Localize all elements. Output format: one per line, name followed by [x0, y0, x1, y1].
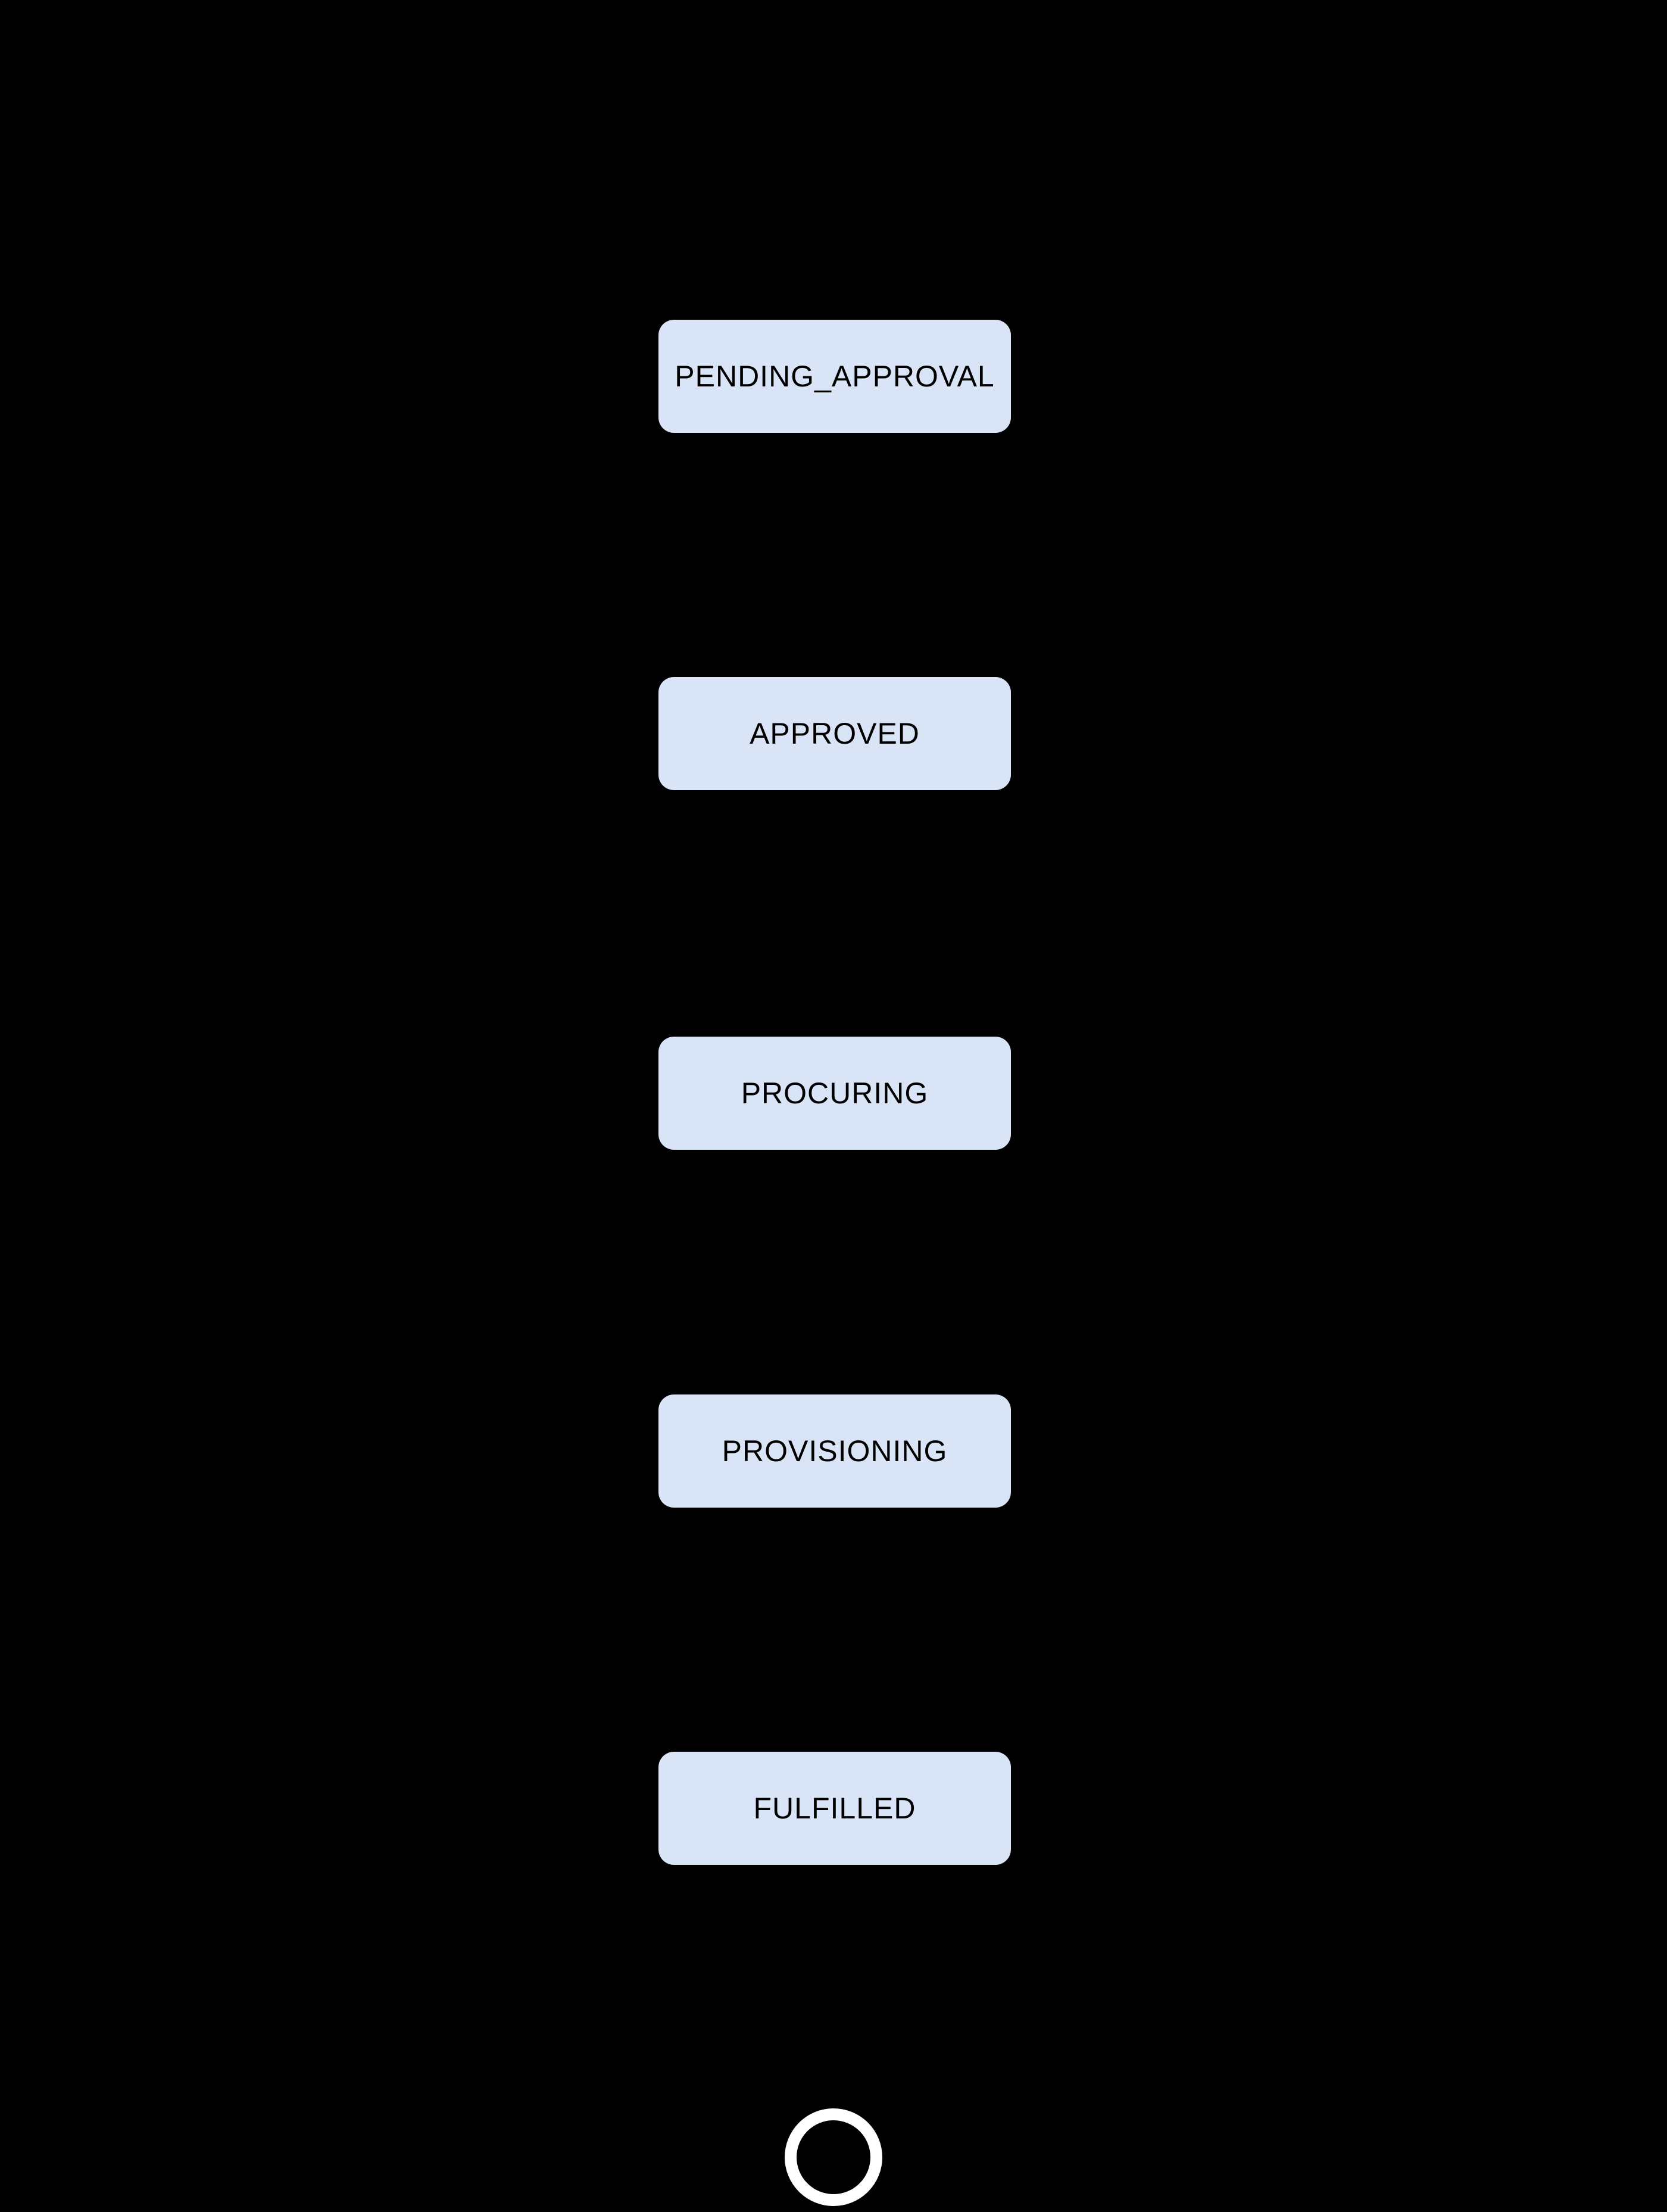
- final-state-icon: [785, 2108, 882, 2206]
- state-node-provisioning: PROVISIONING: [658, 1394, 1011, 1508]
- state-node-procuring: PROCURING: [658, 1037, 1011, 1150]
- state-label-provisioning: PROVISIONING: [722, 1434, 948, 1468]
- state-node-fulfilled: FULFILLED: [658, 1752, 1011, 1865]
- state-node-approved: APPROVED: [658, 677, 1011, 790]
- state-label-approved: APPROVED: [750, 717, 920, 750]
- state-label-pending-approval: PENDING_APPROVAL: [675, 360, 995, 393]
- state-node-pending-approval: PENDING_APPROVAL: [658, 320, 1011, 433]
- state-label-fulfilled: FULFILLED: [753, 1792, 916, 1825]
- state-label-procuring: PROCURING: [741, 1077, 929, 1110]
